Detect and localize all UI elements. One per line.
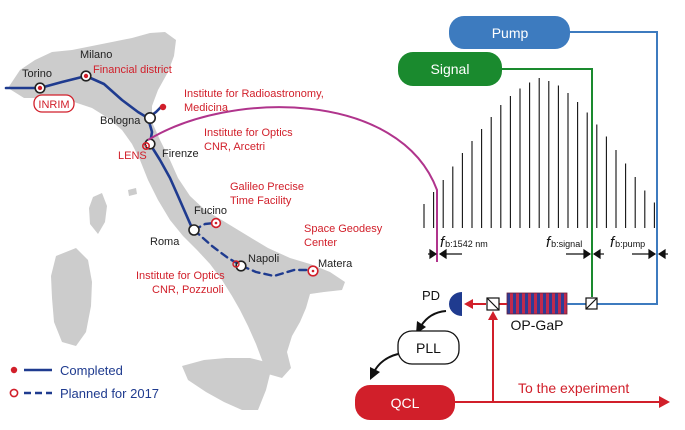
label-fb-pump-sub: b:pump <box>615 239 645 249</box>
fiber-to-comb <box>147 106 438 262</box>
pll-to-qcl-arrowhead <box>370 367 380 380</box>
lens-marker[interactable] <box>142 142 151 151</box>
output-arrowhead <box>659 396 670 408</box>
pozzuoli-marker[interactable] <box>232 260 240 268</box>
label-medicina-2: Medicina <box>184 102 229 114</box>
sicily <box>182 358 270 410</box>
label-fb-signal-sub: b:signal <box>551 239 582 249</box>
output-label: To the experiment <box>518 380 629 396</box>
f-symbol: f <box>546 234 552 251</box>
roma-marker[interactable] <box>188 224 200 236</box>
fiber-completed <box>148 142 194 230</box>
legend-completed-dot <box>10 366 18 374</box>
f-symbol: f <box>610 234 616 251</box>
city-label-milano: Milano <box>80 49 112 61</box>
map-legend: Completed Planned for 2017 <box>9 363 159 401</box>
elba <box>128 188 137 196</box>
bologna-marker[interactable] <box>144 112 157 125</box>
inrim-marker[interactable] <box>37 85 43 91</box>
sardinia <box>51 248 92 346</box>
photodetector[interactable] <box>449 292 462 316</box>
beat-marker-signal-left-arrow <box>583 248 592 260</box>
label-medicina-1: Institute for Radioastronomy, <box>184 88 324 100</box>
legend-planned-label: Planned for 2017 <box>60 386 159 401</box>
fiber-planned <box>192 228 314 278</box>
city-label-fucino: Fucino <box>194 205 227 217</box>
beat-marker-1542-right-arrow <box>438 248 447 260</box>
label-geodesy-2: Center <box>304 237 337 249</box>
arrow-up-to-bs <box>488 311 498 320</box>
signal-label: Signal <box>431 61 470 77</box>
city-label-bologna: Bologna <box>100 115 141 127</box>
pump-label: Pump <box>492 25 529 41</box>
label-fb-1542: fb:1542 nm <box>440 234 488 251</box>
label-fb-1542-sub: b:1542 nm <box>445 239 488 249</box>
qcl-label: QCL <box>391 395 420 411</box>
beat-marker-pump-left-arrow <box>648 248 657 260</box>
f-symbol: f <box>440 234 446 251</box>
beam-splitter-diagonal <box>486 297 500 311</box>
beam-combiner-diagonal <box>585 297 598 310</box>
city-labels: Torino Milano Bologna Firenze Fucino Rom… <box>22 49 353 270</box>
italy-mainland <box>8 32 345 378</box>
label-fb-pump: fb:pump <box>610 234 645 251</box>
pd-to-pll-arrow <box>420 310 447 327</box>
signal-beam <box>501 68 593 297</box>
beat-note-labels: fb:1542 nm fb:signal fb:pump <box>440 234 645 251</box>
legend-completed-label: Completed <box>60 363 123 378</box>
inrim-label: INRIM <box>38 99 69 111</box>
beat-marker-pump-right-arrow <box>657 248 666 260</box>
matera-dot <box>311 269 315 273</box>
corsica <box>89 193 107 234</box>
pll-to-qcl-arrow <box>373 353 399 373</box>
beat-marker-1542-left-arrow <box>429 248 438 260</box>
frequency-comb <box>423 78 655 228</box>
city-label-napoli: Napoli <box>248 253 279 265</box>
arrow-to-pd <box>464 299 473 309</box>
label-fb-signal: fb:signal <box>546 234 582 251</box>
op-gap-crystal[interactable] <box>506 292 568 315</box>
city-label-torino: Torino <box>22 68 52 80</box>
label-arcetri-2: CNR, Arcetri <box>204 141 265 153</box>
beat-marker-signal-right-arrow <box>592 248 601 260</box>
op-gap-label: OP-GaP <box>511 317 564 333</box>
label-pozzuoli-1: Institute for Optics <box>136 270 225 282</box>
pump-laser-box[interactable] <box>449 16 570 49</box>
label-galileo-2: Time Facility <box>230 195 292 207</box>
firenze-marker[interactable] <box>144 138 156 150</box>
institute-labels: Financial district Institute for Radioas… <box>93 64 383 296</box>
legend-planned-ring <box>9 388 19 398</box>
lens-dot <box>144 144 148 148</box>
label-financial-district: Financial district <box>93 64 172 76</box>
signal-laser-box[interactable] <box>398 52 502 86</box>
city-label-firenze: Firenze <box>162 148 199 160</box>
beat-note-markers <box>428 248 668 260</box>
pd-label: PD <box>422 288 440 303</box>
label-galileo-1: Galileo Precise <box>230 181 304 193</box>
site-markers <box>34 70 319 277</box>
label-geodesy-1: Space Geodesy <box>304 223 383 235</box>
italy-map <box>8 32 345 410</box>
financial-district-marker[interactable] <box>83 73 89 79</box>
label-arcetri-1: Institute for Optics <box>204 127 293 139</box>
pump-beam <box>569 31 658 305</box>
fiber-completed <box>4 74 154 146</box>
pll-label: PLL <box>416 340 441 356</box>
pll-box[interactable] <box>397 330 460 365</box>
city-label-roma: Roma <box>150 236 180 248</box>
inrim-box <box>33 94 75 113</box>
label-pozzuoli-2: CNR, Pozzuoli <box>152 284 224 296</box>
qcl-box[interactable] <box>355 385 455 420</box>
city-label-matera: Matera <box>318 258 353 270</box>
label-lens: LENS <box>118 150 147 162</box>
fucino-dot <box>214 221 218 225</box>
medicina-marker[interactable] <box>159 103 167 111</box>
